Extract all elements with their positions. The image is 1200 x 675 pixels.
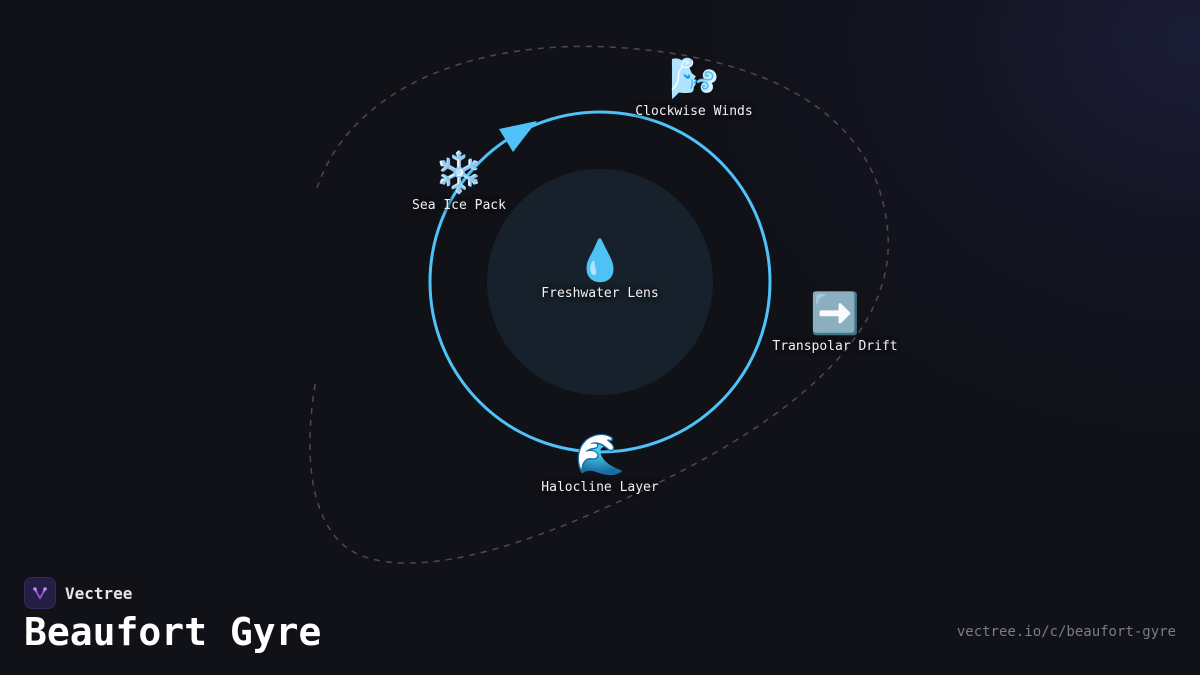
node-transpolar-drift: ➡️ Transpolar Drift — [772, 291, 897, 354]
node-label: Halocline Layer — [541, 480, 659, 495]
right-arrow-icon: ➡️ — [810, 291, 860, 337]
brand-name: Vectree — [65, 583, 133, 603]
water-wave-icon: 🌊 — [575, 432, 625, 478]
freshwater-lens-disc — [487, 169, 713, 395]
vectree-logo-icon — [24, 577, 56, 609]
wind-face-icon: 🌬️ — [669, 56, 719, 102]
source-url: vectree.io/c/beaufort-gyre — [956, 624, 1176, 640]
node-halocline-layer: 🌊 Halocline Layer — [541, 432, 658, 495]
gyre-ring — [428, 110, 772, 454]
brand: Vectree — [24, 577, 132, 609]
clockwise-arrow-icon — [499, 121, 537, 152]
node-label: Sea Ice Pack — [412, 198, 506, 213]
snowflake-icon: ❄️ — [434, 150, 484, 196]
center-node: 💧 Freshwater Lens — [541, 238, 658, 301]
center-label: Freshwater Lens — [541, 286, 659, 301]
page-title: Beaufort Gyre — [24, 610, 322, 654]
node-clockwise-winds: 🌬️ Clockwise Winds — [635, 56, 752, 119]
node-label: Clockwise Winds — [635, 104, 753, 119]
node-sea-ice-pack: ❄️ Sea Ice Pack — [412, 150, 506, 213]
droplet-icon: 💧 — [575, 238, 625, 284]
dashed-drift-path — [309, 45, 889, 564]
node-label: Transpolar Drift — [772, 339, 898, 354]
